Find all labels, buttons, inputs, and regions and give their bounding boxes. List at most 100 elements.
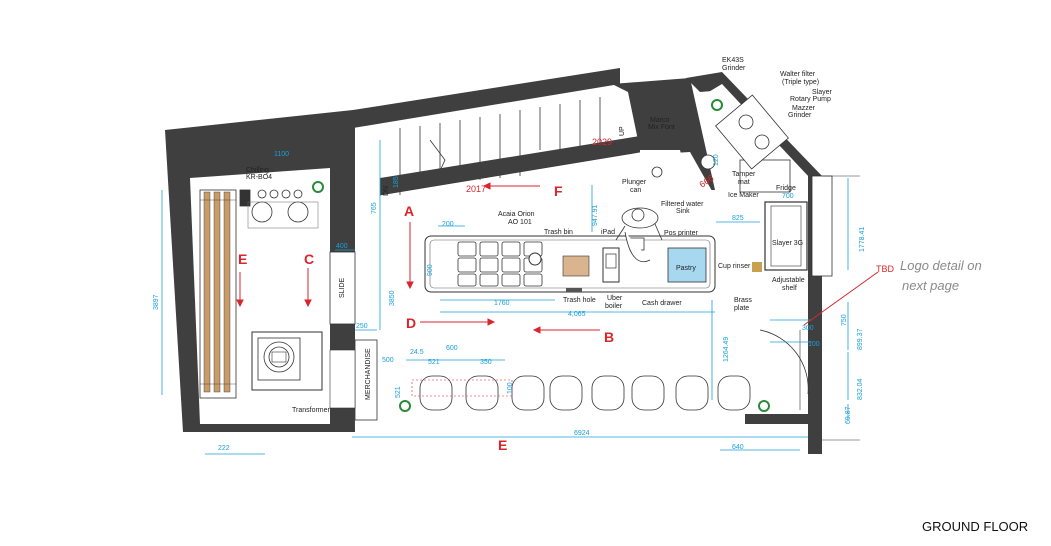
section-d: D [406, 315, 416, 331]
label-plunger: Plunger [622, 179, 647, 186]
label-pos-printer: Pos printer [664, 230, 699, 237]
label-cup-rinser: Cup rinser [718, 263, 751, 270]
section-a: A [404, 203, 414, 219]
dim-100b: 100 [507, 382, 514, 394]
uber-boiler-box [602, 247, 620, 283]
dim-700: 700 [782, 193, 794, 200]
dim-94791: 947.91 [592, 204, 599, 226]
door-arc [759, 329, 809, 395]
fridge-box [811, 175, 833, 277]
label-ipad: iPad [601, 229, 615, 236]
label-rotary: Rotary Pump [790, 96, 831, 103]
label-kr-model: KR-BO4 [246, 174, 272, 181]
dim-300: 300 [802, 325, 814, 332]
label-uber: Uber [607, 295, 623, 302]
section-b: B [604, 329, 614, 345]
label-cash-drawer: Cash drawer [642, 300, 682, 307]
label-ek43s: EK43S [722, 57, 744, 64]
label-triple: (Triple type) [782, 79, 819, 86]
tbd-label: TBD [876, 264, 895, 274]
label-tamper-mat: mat [738, 179, 750, 186]
dim-177841: 1778.41 [859, 227, 866, 252]
label-pastry: Pastry [676, 265, 696, 272]
dim-3850: 3850 [389, 290, 396, 306]
label-slayer-3g: Slayer 3G [772, 240, 803, 247]
label-dn: DN [383, 186, 390, 196]
dim-245: 24.5 [410, 349, 424, 356]
stair-landing [380, 136, 640, 195]
label-acaia-model: AO 101 [508, 219, 532, 226]
bottom-right-wall [745, 414, 822, 424]
transformer-recess [329, 349, 356, 409]
partition-slide [329, 251, 356, 325]
dim-83204: 832.04 [857, 378, 864, 400]
dim-521b: 521 [395, 386, 402, 398]
uber-boiler-inner [605, 253, 617, 269]
section-c: C [304, 251, 314, 267]
section-letters: A B C D E E F [238, 183, 614, 453]
dim-600: 600 [446, 345, 458, 352]
label-transformer: Transformer [292, 407, 331, 414]
red-dim-2017: 2017 [466, 184, 486, 194]
label-walter: Walter filter [780, 71, 816, 78]
label-mix-font: Mix Font [648, 124, 675, 131]
equipment-labels: EK43S Grinder Walter filter (Triple type… [246, 57, 833, 414]
dim-6987: 69.87 [845, 406, 852, 424]
dim-89937: 899.37 [857, 328, 864, 350]
slayer-machine [764, 201, 808, 271]
top-wall [353, 68, 620, 128]
dimension-texts: 200 825 1760 4,065 900 947.91 1778.41 12… [153, 151, 866, 452]
chilling-machines [239, 189, 319, 229]
bottom-seating [411, 375, 751, 411]
label-mazzer-grinder: Grinder [788, 112, 812, 119]
label-boiler: boiler [605, 303, 623, 310]
label-up: UP [619, 126, 626, 136]
dim-6924: 6924 [574, 430, 590, 437]
dim-126449: 1264.49 [723, 337, 730, 362]
label-trash-hole: Trash hole [563, 297, 596, 304]
trash-bin-box [562, 255, 590, 277]
label-slayer-pump: Slayer [812, 89, 833, 96]
floor-title: GROUND FLOOR [922, 519, 1028, 534]
logo-note-line1: Logo detail on [900, 258, 982, 273]
label-merchandise: MERCHANDISE [365, 348, 372, 400]
left-room-seating [199, 189, 237, 399]
dim-4065: 4,065 [568, 311, 586, 318]
label-filtered: Filtered water [661, 201, 704, 208]
transformer-unit [251, 331, 323, 391]
dim-120: 120 [713, 154, 720, 166]
dim-500: 500 [382, 357, 394, 364]
section-f: F [554, 183, 563, 199]
dim-185: 185 [393, 176, 400, 188]
green-markers [312, 99, 770, 412]
label-fridge: Fridge [776, 185, 796, 192]
acaia-scale [528, 252, 542, 266]
label-slide: SLIDE [339, 277, 346, 298]
section-e-left: E [238, 251, 247, 267]
dim-250: 250 [356, 323, 368, 330]
grinder-circle-1 [738, 114, 754, 130]
dim-200: 200 [442, 221, 454, 228]
label-trash-bin: Trash bin [544, 229, 573, 236]
dim-640: 640 [732, 444, 744, 451]
section-e-bottom: E [498, 437, 507, 453]
section-arrows [236, 182, 879, 334]
tower-equipment [715, 94, 789, 170]
dim-825: 825 [732, 215, 744, 222]
red-dim-2029: 2029 [592, 137, 612, 147]
dim-1760: 1760 [494, 300, 510, 307]
label-acaia: Acaia Orion [498, 211, 535, 218]
label-plunger-can: can [630, 187, 641, 194]
brass-plate [752, 262, 762, 272]
dim-1100: 1100 [274, 151, 289, 158]
sink-circle [700, 154, 716, 170]
label-ice-maker: Ice Maker [728, 192, 759, 199]
label-mazzer: Mazzer [792, 105, 816, 112]
dimension-lines [161, 140, 849, 455]
label-tamper: Tamper [732, 171, 756, 178]
dim-400: 400 [336, 243, 348, 250]
label-sink: Sink [676, 208, 690, 215]
tower-wall [686, 72, 822, 176]
label-shelf: shelf [782, 285, 797, 292]
